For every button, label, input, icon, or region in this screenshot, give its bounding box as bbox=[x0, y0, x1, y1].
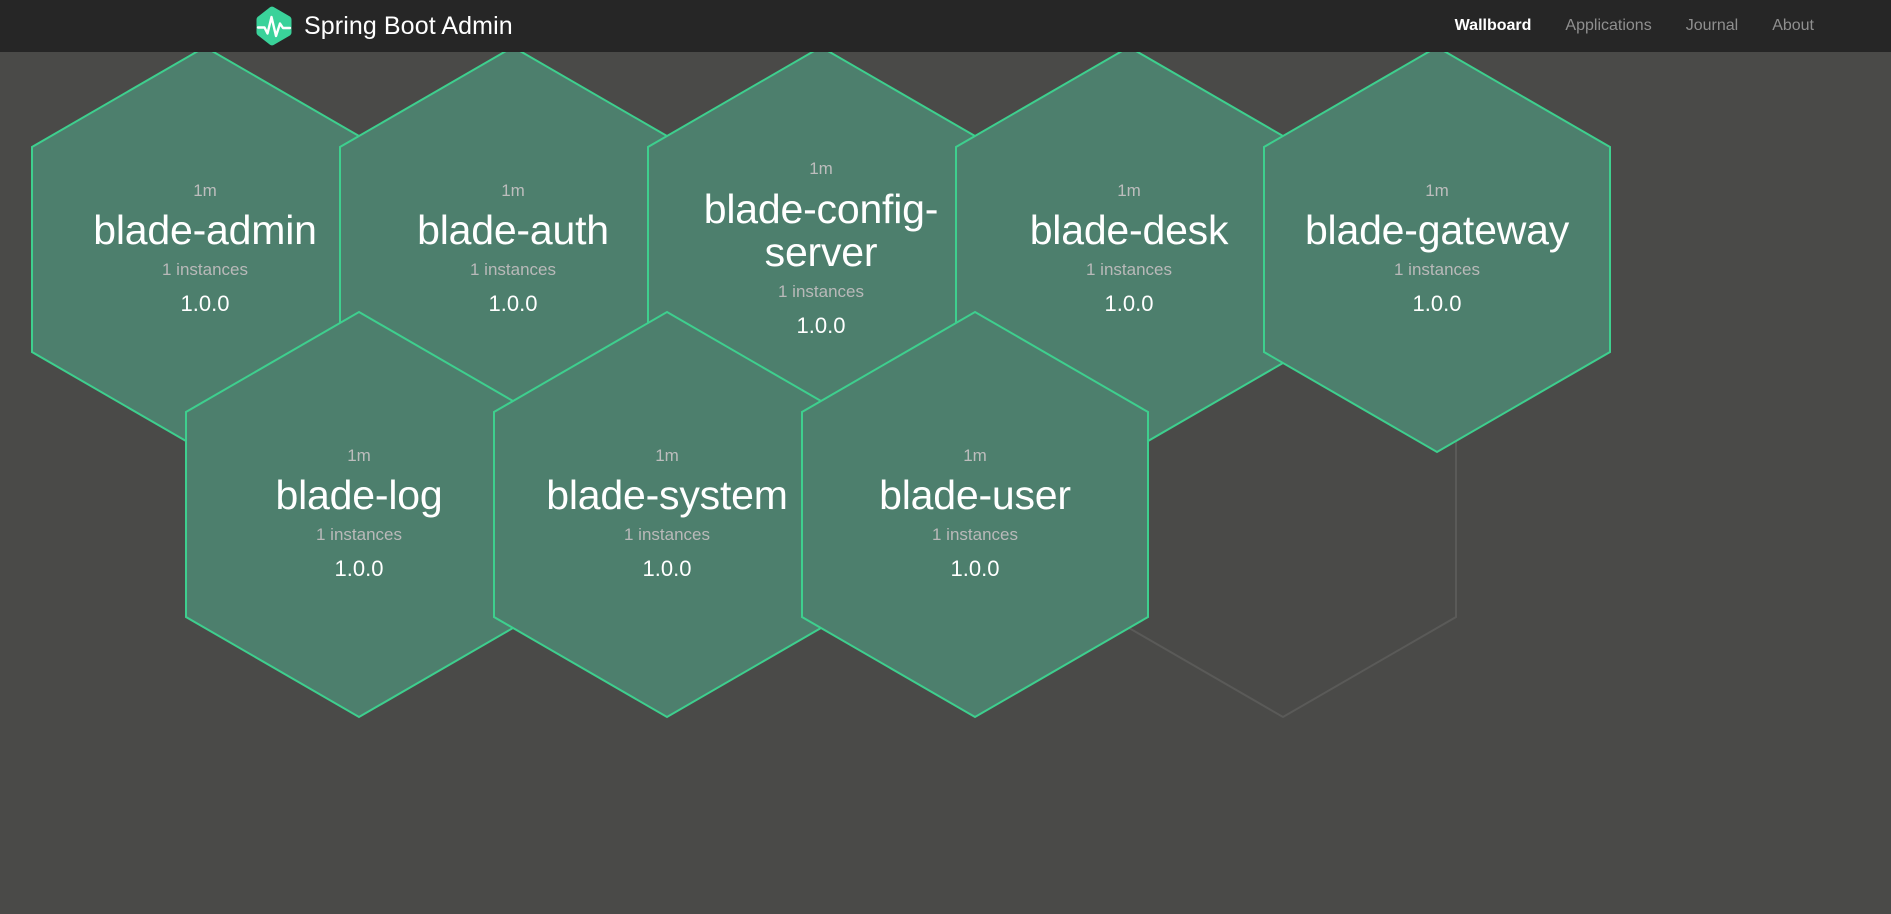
nav-link-about[interactable]: About bbox=[1772, 17, 1814, 34]
application-instance-count: 1 instances bbox=[624, 525, 710, 545]
application-name: blade-auth bbox=[417, 207, 609, 254]
top-navbar: Spring Boot Admin Wallboard Applications… bbox=[0, 0, 1891, 52]
application-instance-count: 1 instances bbox=[316, 525, 402, 545]
application-hexagon-content[interactable]: 1m blade-user 1 instances 1.0.0 bbox=[796, 308, 1154, 721]
application-name: blade-user bbox=[879, 472, 1071, 519]
application-instance-count: 1 instances bbox=[162, 260, 248, 280]
application-name: blade-log bbox=[275, 472, 443, 519]
application-name: blade-admin bbox=[93, 207, 317, 254]
application-uptime: 1m bbox=[347, 446, 371, 465]
application-version: 1.0.0 bbox=[334, 556, 384, 582]
application-hexagon[interactable]: 1m blade-gateway 1 instances 1.0.0 bbox=[1258, 52, 1616, 456]
application-version: 1.0.0 bbox=[1104, 291, 1154, 317]
application-version: 1.0.0 bbox=[1412, 291, 1462, 317]
application-hexagon-content[interactable]: 1m blade-log 1 instances 1.0.0 bbox=[180, 308, 538, 721]
application-uptime: 1m bbox=[963, 446, 987, 465]
application-instance-count: 1 instances bbox=[1086, 260, 1172, 280]
nav-link-wallboard[interactable]: Wallboard bbox=[1454, 17, 1532, 34]
wallboard-canvas: 1m blade-admin 1 instances 1.0.0 1m blade-aut… bbox=[0, 52, 1891, 914]
application-uptime: 1m bbox=[809, 159, 833, 179]
application-name: blade-desk bbox=[1029, 207, 1229, 254]
application-version: 1.0.0 bbox=[180, 291, 230, 317]
application-uptime: 1m bbox=[1117, 181, 1141, 200]
application-instance-count: 1 instances bbox=[932, 525, 1018, 545]
application-hexagon-content[interactable]: 1m blade-admin 1 instances 1.0.0 bbox=[26, 52, 384, 456]
application-version: 1.0.0 bbox=[488, 291, 538, 317]
application-hexagon-content[interactable]: 1m blade-config-server 1 instances 1.0.0 bbox=[642, 52, 1000, 456]
application-hexagon[interactable]: 1m blade-system 1 instances 1.0.0 bbox=[488, 308, 846, 721]
application-hexagon-content[interactable]: 1m blade-desk 1 instances 1.0.0 bbox=[950, 52, 1308, 456]
application-hexagon-content[interactable]: 1m blade-system 1 instances 1.0.0 bbox=[488, 308, 846, 721]
application-uptime: 1m bbox=[1425, 181, 1449, 200]
spring-boot-admin-logo-icon bbox=[255, 6, 293, 46]
application-hexagon-content[interactable]: 1m blade-gateway 1 instances 1.0.0 bbox=[1258, 52, 1616, 456]
hexagon-grid: 1m blade-admin 1 instances 1.0.0 1m blade-aut… bbox=[0, 52, 1891, 914]
application-hexagon-content[interactable]: 1m blade-auth 1 instances 1.0.0 bbox=[334, 52, 692, 456]
application-name: blade-config-server bbox=[703, 185, 939, 275]
nav-link-applications[interactable]: Applications bbox=[1565, 17, 1652, 34]
nav-link-journal[interactable]: Journal bbox=[1685, 17, 1739, 34]
application-version: 1.0.0 bbox=[796, 312, 846, 338]
application-instance-count: 1 instances bbox=[1394, 260, 1480, 280]
application-hexagon[interactable]: 1m blade-user 1 instances 1.0.0 bbox=[796, 308, 1154, 721]
application-uptime: 1m bbox=[501, 181, 525, 200]
application-instance-count: 1 instances bbox=[778, 281, 864, 301]
application-version: 1.0.0 bbox=[950, 556, 1000, 582]
brand-title: Spring Boot Admin bbox=[304, 11, 513, 40]
brand-home-link[interactable]: Spring Boot Admin bbox=[255, 6, 513, 46]
main-nav: Wallboard Applications Journal About bbox=[1438, 0, 1831, 52]
application-hexagon[interactable]: 1m blade-log 1 instances 1.0.0 bbox=[180, 308, 538, 721]
application-version: 1.0.0 bbox=[642, 556, 692, 582]
application-instance-count: 1 instances bbox=[470, 260, 556, 280]
application-name: blade-system bbox=[546, 472, 788, 519]
application-uptime: 1m bbox=[193, 181, 217, 200]
application-name: blade-gateway bbox=[1304, 207, 1570, 254]
application-uptime: 1m bbox=[655, 446, 679, 465]
